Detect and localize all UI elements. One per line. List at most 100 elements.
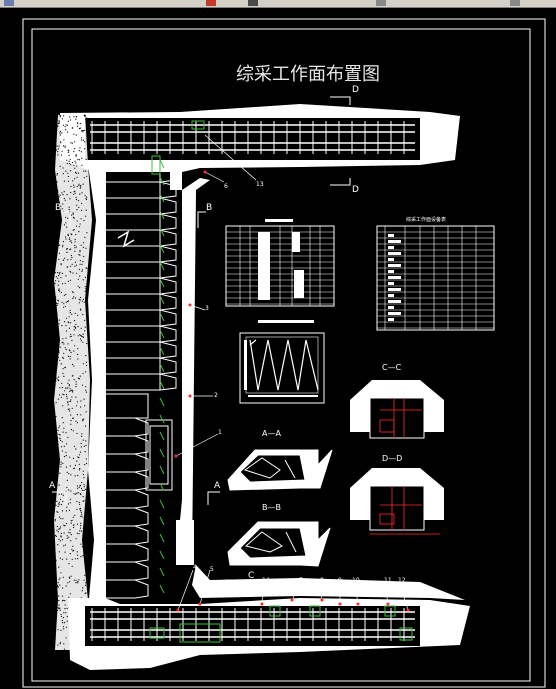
shield <box>106 293 177 311</box>
stipple-dot <box>58 376 60 378</box>
stipple-dot <box>68 536 70 538</box>
stipple-dot <box>61 595 64 597</box>
stipple-dot <box>62 167 64 169</box>
stipple-dot <box>82 261 84 263</box>
stipple-dot <box>75 246 77 248</box>
stipple-dot <box>58 252 61 254</box>
stipple-dot <box>54 423 56 425</box>
table-2-title: 综采工作面设备表 <box>406 217 447 223</box>
stipple-dot <box>61 150 63 152</box>
stipple-dot <box>77 554 79 556</box>
stipple-dot <box>73 164 75 166</box>
stipple-dot <box>79 451 81 453</box>
layer-icon[interactable] <box>4 0 14 6</box>
stipple-dot <box>62 241 64 243</box>
stipple-dot <box>58 501 60 503</box>
stipple-dot <box>84 425 87 427</box>
section-dd <box>350 468 444 535</box>
stipple-dot <box>55 571 57 574</box>
stipple-dot <box>64 125 66 128</box>
stipple-dot <box>59 584 61 586</box>
stipple-dot <box>85 361 87 363</box>
stipple-dot <box>80 406 82 408</box>
stipple-dot <box>73 445 76 447</box>
table-cell-fill <box>388 252 401 255</box>
section-label-c-bottom: C <box>248 571 255 581</box>
stipple-dot <box>84 405 86 407</box>
stipple-dot <box>65 317 68 319</box>
shields-group <box>106 165 177 391</box>
stipple-dot <box>68 208 70 211</box>
stipple-dot <box>65 585 67 587</box>
stipple-dot <box>75 383 77 385</box>
stipple-dot <box>57 151 59 153</box>
toolbar-button[interactable] <box>510 0 520 6</box>
stipple-dot <box>57 201 59 203</box>
green-mark <box>159 312 165 322</box>
stipple-dot <box>72 391 74 393</box>
stipple-dot <box>76 125 78 127</box>
stipple-dot <box>71 375 73 377</box>
stipple-dot <box>75 134 77 136</box>
stipple-dot <box>73 467 75 469</box>
stipple-dot <box>82 341 84 343</box>
section-label-d-mid: D <box>352 185 359 195</box>
stipple-dot <box>56 311 58 313</box>
stipple-dot <box>61 417 63 419</box>
brush-icon[interactable] <box>248 0 258 6</box>
stipple-dot <box>65 626 68 628</box>
stipple-dot <box>57 330 59 332</box>
stipple-dot <box>68 576 70 578</box>
stipple-dot <box>79 296 82 299</box>
shield <box>106 197 177 215</box>
stipple-dot <box>70 322 72 324</box>
green-mark <box>159 193 165 203</box>
stipple-dot <box>68 563 70 565</box>
stipple-dot <box>75 396 77 398</box>
stipple-dot <box>58 120 60 122</box>
green-mark <box>159 533 165 543</box>
stipple-dot <box>66 558 68 560</box>
stipple-dot <box>65 324 67 327</box>
stipple-dot <box>56 181 58 183</box>
stipple-dot <box>67 387 69 389</box>
stipple-dot <box>78 159 81 161</box>
stipple-dot <box>84 319 86 321</box>
stipple-dot <box>82 130 85 132</box>
stipple-dot <box>76 220 78 222</box>
pencil-icon[interactable] <box>206 0 216 6</box>
stipple-dot <box>59 114 61 117</box>
stipple-dot <box>75 386 77 388</box>
stipple-dot <box>62 431 64 433</box>
stipple-dot <box>63 456 66 458</box>
stipple-dot <box>85 391 87 393</box>
stipple-dot <box>61 192 63 194</box>
stipple-dot <box>70 142 72 144</box>
stipple-dot <box>57 581 59 584</box>
stipple-dot <box>54 637 56 640</box>
stipple-dot <box>65 129 67 131</box>
stipple-dot <box>74 238 76 241</box>
stipple-dot <box>62 599 64 601</box>
stipple-dot <box>59 116 61 118</box>
stipple-dot <box>58 121 60 123</box>
stipple-dot <box>56 145 58 147</box>
stipple-dot <box>62 626 65 628</box>
stipple-dot <box>82 419 84 421</box>
stipple-dot <box>79 127 81 129</box>
stipple-dot <box>58 528 60 530</box>
stipple-dot <box>71 214 73 216</box>
stipple-dot <box>58 201 61 203</box>
stipple-dot <box>85 440 87 442</box>
stipple-dot <box>71 242 73 244</box>
stipple-dot <box>58 232 60 234</box>
stipple-dot <box>64 551 66 553</box>
stipple-dot <box>56 440 58 442</box>
stipple-dot <box>76 176 78 178</box>
shields-lower-group <box>100 393 173 599</box>
stipple-dot <box>58 351 60 353</box>
stipple-dot <box>70 534 72 536</box>
stipple-dot <box>63 343 65 345</box>
toolbar-button[interactable] <box>376 0 386 6</box>
stipple-dot <box>78 302 80 304</box>
